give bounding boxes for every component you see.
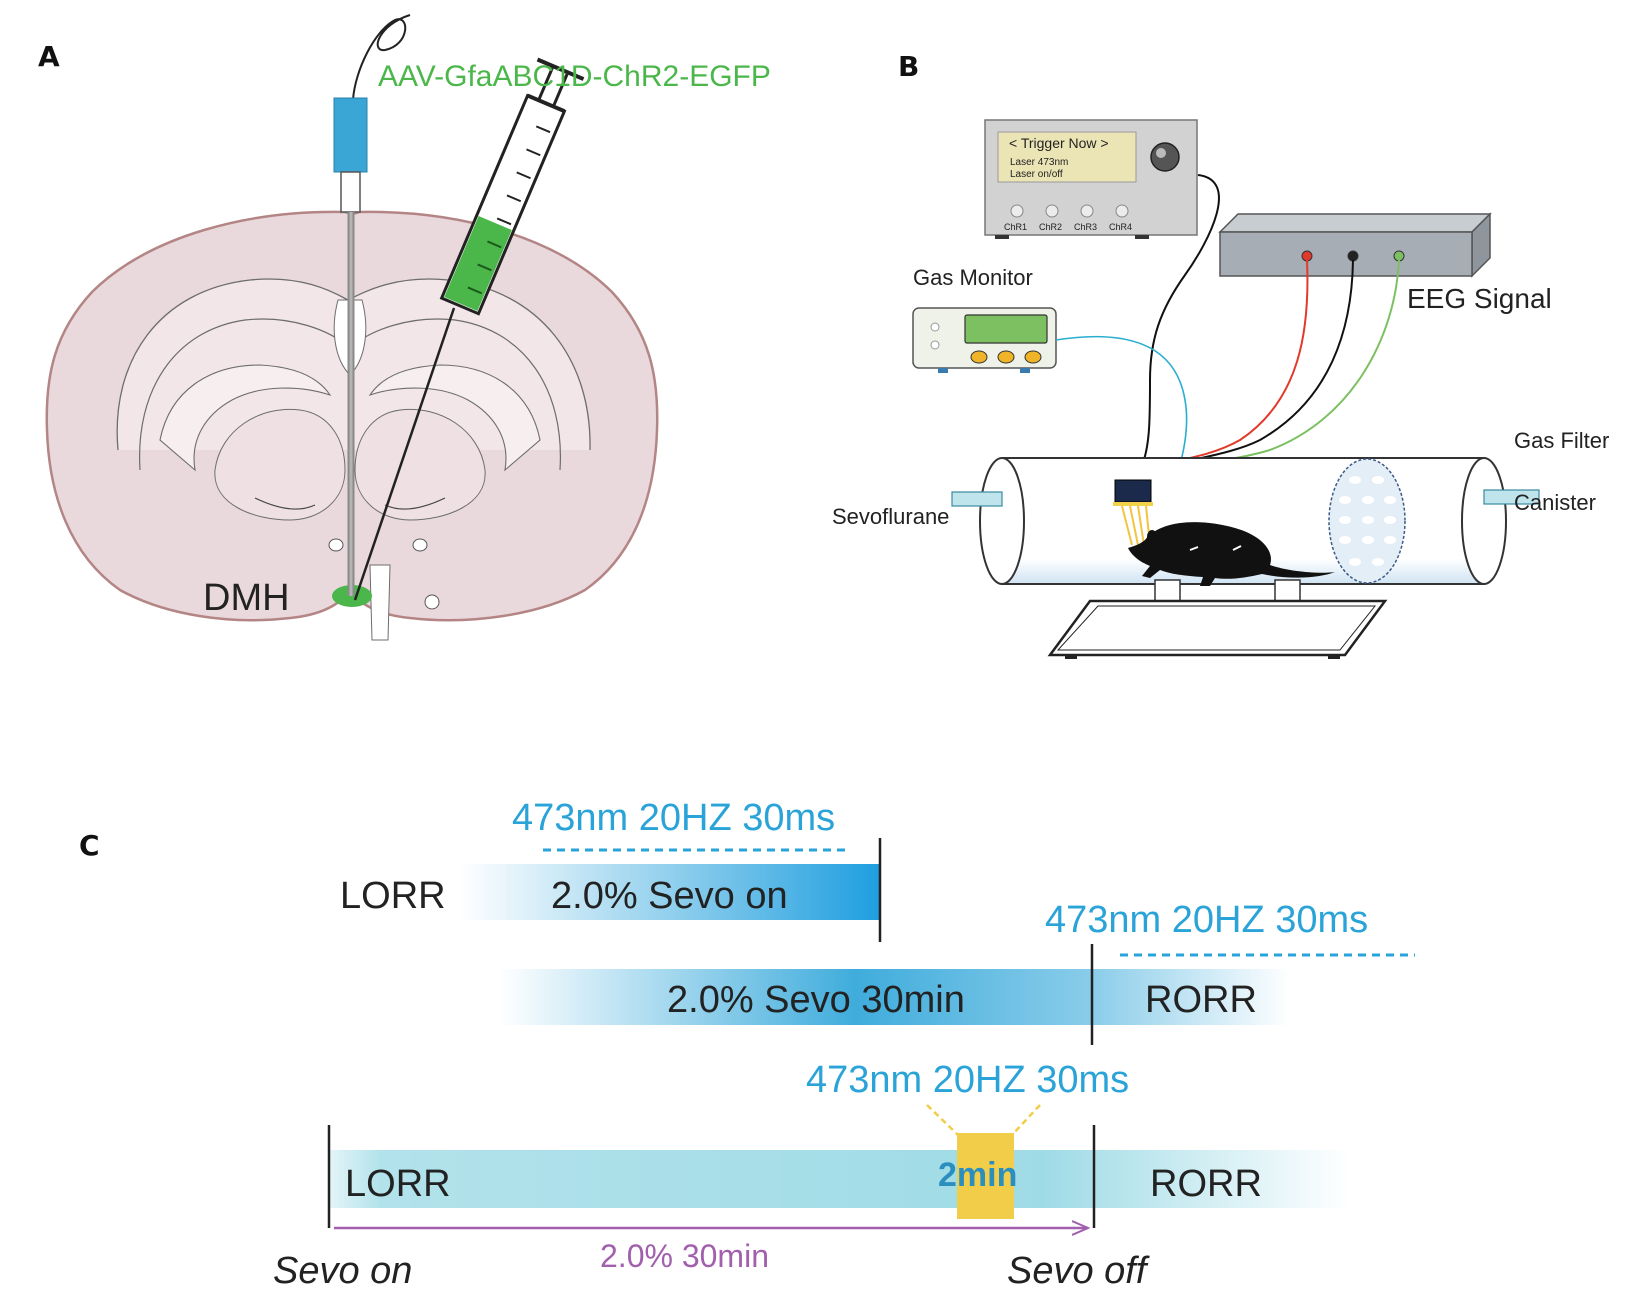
trigger-line-1: Laser 473nm [1010,157,1068,168]
light-glow [1113,502,1153,506]
eeg-green-wire [1134,259,1400,487]
anesthesia-chamber [951,457,1540,659]
row3-window-label: 2min [938,1156,1017,1194]
hippocampus-right [368,364,541,472]
row2-rorr: RORR [1145,979,1257,1021]
eeg-amplifier [1218,212,1492,278]
fold-line-right [384,497,446,510]
row3-laser-window [957,1133,1014,1219]
channel-label-2: ChR2 [1039,222,1062,232]
sevo-off-label: Sevo off [1007,1250,1150,1292]
hippocampus-left [159,364,332,472]
trigger-line-2: Laser on/off [1010,169,1063,180]
small-nucleus-left [328,538,344,552]
channel-port-3 [1080,204,1094,218]
channel-port-4 [1115,204,1129,218]
trigger-title: < Trigger Now > [1009,135,1109,151]
channel-label-3: ChR3 [1074,222,1097,232]
headstage [1114,479,1152,503]
row3-duration-label: 2.0% 30min [600,1238,769,1274]
light-rays [1121,505,1151,546]
canister-label: Canister [1514,490,1596,515]
panel-letter-a: A [38,40,60,73]
syringe [353,57,585,601]
trigger-knob [1150,142,1180,172]
row1-bar-label: 2.0% Sevo on [551,875,788,917]
row3-rorr: RORR [1150,1163,1262,1205]
row1-sevo-bar [460,864,880,920]
protocol-row-1: 473nm 20HZ 30ms LORR 2.0% Sevo on [340,797,882,942]
small-nucleus-right [412,538,428,552]
gas-monitor-device [912,307,1057,373]
panel-a-brain [45,14,659,641]
thalamus-right [354,408,486,521]
row2-bar-label: 2.0% Sevo 30min [667,979,965,1021]
row2-laser-label: 473nm 20HZ 30ms [1045,899,1368,941]
row3-sevo-bar [330,1150,1350,1208]
third-ventricle [369,564,391,641]
gas-filter-label: Gas Filter [1514,428,1609,453]
row3-callout-right [1011,1104,1041,1136]
mouse [1128,522,1335,586]
row2-sevo-bar [500,969,1290,1025]
filter-outlet [1483,489,1540,505]
eeg-port-red [1301,250,1313,262]
trigger-knob-highlight [1156,148,1166,158]
row1-lorr: LORR [340,875,446,917]
laser-trigger-device [984,119,1198,239]
channel-label-4: ChR4 [1109,222,1132,232]
channel-port-2 [1045,204,1059,218]
thalamus-left [214,408,346,521]
sevoflurane-label: Sevoflurane [832,504,949,529]
optic-fiber [333,14,411,596]
filter-holes [1339,476,1396,566]
row3-lorr: LORR [345,1163,451,1205]
row3-callout-left [926,1104,959,1136]
stand-base [1047,599,1388,657]
row1-laser-label: 473nm 20HZ 30ms [512,797,835,839]
dmh-label: DMH [203,577,290,619]
virus-label: AAV-GfaABC1D-ChR2-EGFP [378,60,771,93]
fold-line-left [254,497,316,510]
eeg-signal-label: EEG Signal [1407,283,1552,314]
eeg-black-wire [1129,259,1354,483]
eeg-port-black [1347,250,1359,262]
protocol-row-3: 473nm 20HZ 30ms LORR 2min RORR 2.0% 30mi… [273,1059,1350,1292]
panel-letter-b: B [898,50,919,83]
sevo-inlet [951,491,1003,507]
protocol-row-2: 473nm 20HZ 30ms 2.0% Sevo 30min RORR [500,899,1415,1045]
channel-port-1 [1010,204,1024,218]
eeg-port-green [1393,250,1405,262]
sevo-on-label: Sevo on [273,1250,412,1292]
panel-letter-c: C [79,829,100,862]
channel-label-1: ChR1 [1004,222,1027,232]
row3-laser-label: 473nm 20HZ 30ms [806,1059,1129,1101]
gas-monitor-label: Gas Monitor [913,265,1033,290]
small-nucleus-low [424,594,440,610]
